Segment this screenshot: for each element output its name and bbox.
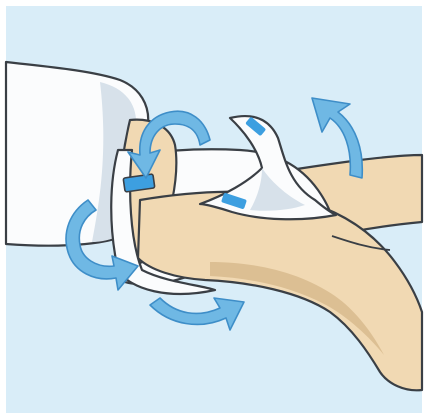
tape-tab-left (123, 174, 155, 192)
